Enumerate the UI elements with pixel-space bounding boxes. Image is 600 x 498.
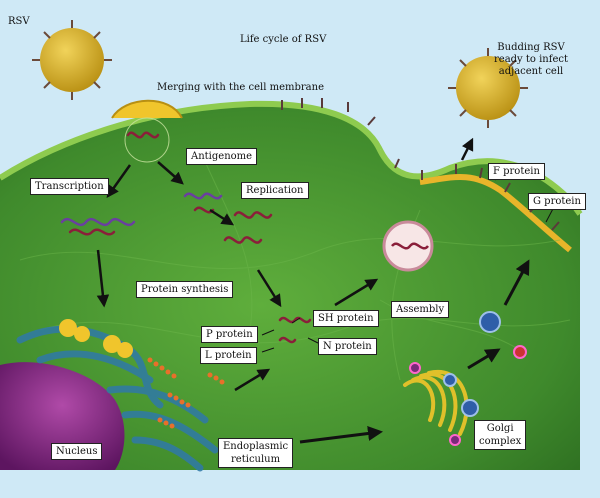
- arrow-to-antigenome: [157, 161, 184, 185]
- label-assembly: Assembly: [391, 301, 450, 318]
- arrow-to-membrane: [503, 259, 530, 306]
- arrow-to-replication: [209, 208, 235, 226]
- arrow-er-to-complex: [234, 368, 271, 392]
- label-protein-synthesis: Protein synthesis: [136, 281, 234, 298]
- label-n-protein: N protein: [318, 338, 377, 355]
- rsv-virion-budding: [448, 48, 528, 128]
- arrow-to-assembly: [334, 278, 379, 307]
- label-nucleus: Nucleus: [51, 443, 103, 460]
- rsv-virion-free: [32, 20, 112, 100]
- arrow-to-transcription: [106, 164, 132, 199]
- viral-rna-strands: [60, 131, 312, 344]
- label-antigenome: Antigenome: [186, 148, 258, 165]
- arrow-er-to-golgi: [299, 426, 383, 444]
- label-f-protein: F protein: [488, 163, 545, 180]
- label-sh-protein: SH protein: [313, 310, 379, 327]
- ribosomes: [59, 319, 133, 358]
- protein-chain-beads: [147, 357, 225, 429]
- budding-membrane-patch: [419, 174, 572, 253]
- arrow-to-rnp-complex: [256, 269, 282, 308]
- label-l-protein: L protein: [200, 347, 257, 364]
- arrow-golgi-to-vesicles: [467, 348, 501, 370]
- label-merging: Merging with the cell membrane: [157, 82, 324, 93]
- cell-membrane: [0, 100, 583, 216]
- merging-virion: [111, 99, 183, 163]
- label-golgi-complex: Golgi complex: [474, 420, 527, 450]
- label-rsv: RSV: [8, 16, 30, 27]
- label-replication: Replication: [241, 182, 309, 199]
- diagram-title: Life cycle of RSV: [240, 34, 327, 45]
- assembling-virion: [382, 220, 434, 272]
- golgi-apparatus: [403, 369, 469, 436]
- process-arrows: [96, 137, 530, 444]
- label-g-protein: G protein: [528, 193, 586, 210]
- label-budding: Budding RSV ready to infect adjacent cel…: [494, 42, 568, 77]
- label-transcription: Transcription: [30, 178, 109, 195]
- label-p-protein: P protein: [201, 326, 258, 343]
- vesicles: [409, 311, 527, 446]
- arrow-to-budding: [460, 137, 474, 161]
- arrow-to-protein-synthesis: [96, 249, 110, 308]
- label-endoplasmic-reticulum: Endoplasmic reticulum: [218, 438, 294, 468]
